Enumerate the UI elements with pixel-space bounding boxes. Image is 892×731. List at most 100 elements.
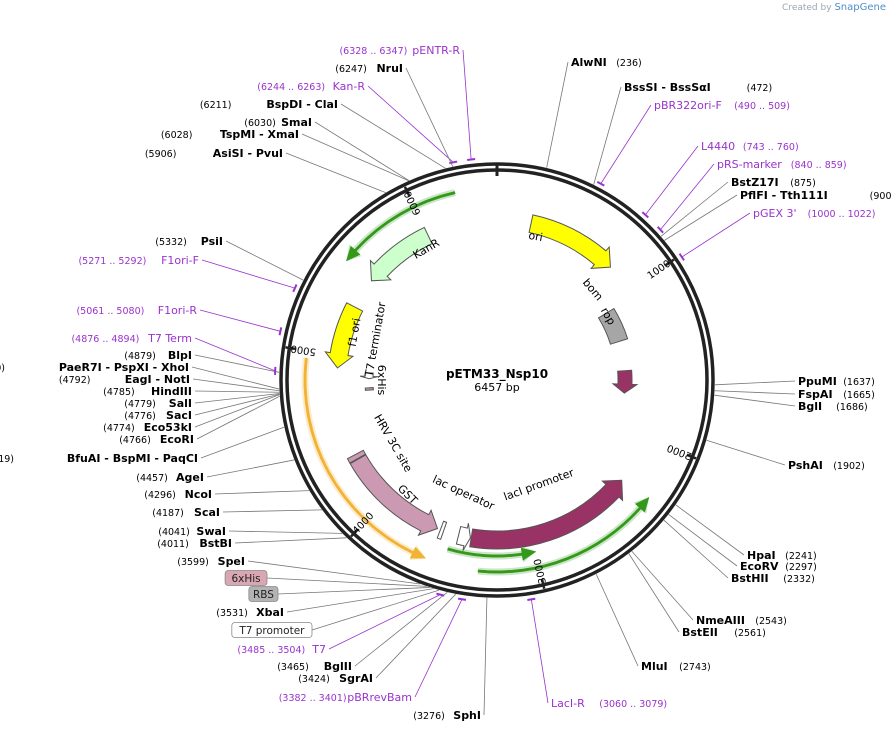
- site-6xhis[interactable]: 6xHis: [224, 570, 268, 586]
- site-bsteii[interactable]: BstEII(2561): [682, 626, 766, 639]
- site-ecori[interactable]: EcoRI(4766): [119, 433, 194, 446]
- site-name: SmaI: [281, 116, 312, 129]
- site-bstbi[interactable]: BstBI(4011): [157, 537, 232, 550]
- site-pgex-3[interactable]: pGEX 3'(1000 .. 1022): [753, 207, 876, 220]
- site-xbai[interactable]: XbaI(3531): [216, 606, 284, 619]
- site-name: AlwNI: [571, 56, 607, 69]
- site-name: AgeI: [176, 471, 204, 484]
- site-name: pRS-marker: [717, 158, 782, 171]
- site-eco53ki[interactable]: Eco53kI(4774): [103, 421, 192, 434]
- site-t7-promoter[interactable]: T7 promoter: [231, 622, 313, 638]
- leader-line: [194, 394, 280, 428]
- leader-line: [192, 378, 280, 392]
- site-spei[interactable]: SpeI(3599): [177, 555, 245, 568]
- site-pflfi-tth111i[interactable]: PflFI - Tth111I(900): [740, 189, 892, 202]
- site-sphi[interactable]: SphI(3276): [413, 709, 481, 722]
- site-ncoi[interactable]: NcoI(4296): [144, 488, 212, 501]
- site-eagi-noti[interactable]: EagI - NotI(4792): [59, 373, 190, 386]
- feature-lac-operator: [436, 520, 448, 540]
- site-smai[interactable]: SmaI (6030): [244, 116, 312, 129]
- site-blpi[interactable]: BlpI(4879): [124, 349, 192, 362]
- site-position: (5271 .. 5292): [78, 256, 146, 267]
- site-agei[interactable]: AgeI(4457): [136, 471, 204, 484]
- site-bsssi-bsss-i[interactable]: BssSI - BssSαI(472): [624, 81, 772, 94]
- site-sgrai[interactable]: SgrAI(3424): [298, 672, 373, 685]
- primer-mark: [457, 597, 467, 601]
- site-paer7i-pspxi-xhoi[interactable]: PaeR7I - PspXI - XhoI(4800): [0, 361, 189, 374]
- site-nrui[interactable]: NruI(6247): [335, 62, 403, 75]
- leader-line: [714, 394, 796, 407]
- leader-line: [600, 104, 652, 184]
- site-bgli[interactable]: BglI(1686): [798, 400, 868, 413]
- leader-line: [222, 509, 322, 513]
- site-position: (840 .. 859): [791, 160, 847, 171]
- site-f1ori-f[interactable]: F1ori-F(5271 .. 5292): [78, 254, 199, 267]
- leader-line: [266, 577, 427, 587]
- feature-ori: [528, 214, 611, 269]
- site-position: (2297): [785, 562, 817, 573]
- site-position: (3599): [177, 557, 209, 568]
- feature-laci: [469, 479, 624, 550]
- site-fspai[interactable]: FspAI(1665): [798, 388, 875, 401]
- site-kan-r[interactable]: Kan-R(6244 .. 6263): [257, 80, 365, 93]
- site-alwni[interactable]: AlwNI(236): [571, 56, 642, 69]
- leader-line: [194, 393, 280, 416]
- site-name: L4440: [701, 140, 735, 153]
- site-bglii[interactable]: BglII(3465): [277, 660, 352, 673]
- leader-line: [405, 67, 454, 167]
- site-f1ori-r[interactable]: F1ori-R(5061 .. 5080): [76, 304, 197, 317]
- site-tspmi-xmai[interactable]: TspMI - XmaI(6028): [161, 128, 299, 141]
- site-bsthii[interactable]: BstHII(2332): [731, 572, 815, 585]
- site-pshai[interactable]: PshAI(1902): [788, 459, 865, 472]
- site-position: (6244 .. 6263): [257, 82, 325, 93]
- site-name: BssSI - BssSαI: [624, 81, 711, 94]
- leader-line: [199, 309, 281, 332]
- site-bspdi-clai[interactable]: BspDI - ClaI(6211): [200, 98, 338, 111]
- tick-label-2000: 2000: [666, 442, 694, 462]
- site-nmeaiii[interactable]: NmeAIII(2543): [696, 614, 787, 627]
- site-swai[interactable]: SwaI(4041): [158, 525, 226, 538]
- site-name: Eco53kI: [144, 421, 192, 434]
- site-scai[interactable]: ScaI(4187): [152, 506, 220, 519]
- site-bstz17i[interactable]: BstZ17I(875): [731, 176, 816, 189]
- feature-kanr: [369, 226, 433, 282]
- site-t7[interactable]: T7(3485 .. 3504): [237, 643, 326, 656]
- orf-arrow-3: [447, 547, 537, 561]
- site-ecorv[interactable]: EcoRV(2297): [740, 560, 817, 573]
- site-rbs[interactable]: RBS: [248, 586, 279, 602]
- site-name: FspAI: [798, 388, 833, 401]
- site-hpai[interactable]: HpaI(2241): [747, 549, 817, 562]
- primer-mark: [527, 597, 536, 601]
- site-pbr322ori-f[interactable]: pBR322ori-F(490 .. 509): [654, 99, 790, 112]
- tick-2000: [686, 453, 697, 460]
- site-pentr-r[interactable]: pENTR-R(6328 .. 6347): [339, 44, 460, 57]
- site-asisi-pvui[interactable]: AsiSI - PvuI(5906): [145, 147, 283, 160]
- leader-line: [311, 589, 440, 631]
- leader-line: [414, 599, 463, 698]
- site-saci[interactable]: SacI(4776): [124, 409, 192, 422]
- tick-1000: [664, 258, 675, 267]
- site-position: (6030): [244, 118, 276, 129]
- site-position: (1637): [843, 377, 875, 388]
- site-t7-term[interactable]: T7 Term(4876 .. 4894): [71, 332, 192, 345]
- site-position: (875): [790, 178, 816, 189]
- site-laci-r[interactable]: LacI-R(3060 .. 3079): [551, 697, 667, 710]
- site-bfuai-bspmi-paqci[interactable]: BfuAI - BspMI - PaqCI(4619): [0, 452, 198, 465]
- site-l4440[interactable]: L4440(743 .. 760): [701, 140, 799, 153]
- leader-line: [214, 490, 310, 495]
- site-sali[interactable]: SalI(4779): [124, 397, 192, 410]
- site-mlui[interactable]: MluI(2743): [641, 660, 711, 673]
- leader-line: [196, 395, 280, 440]
- leader-line: [228, 530, 343, 534]
- site-hindiii[interactable]: HindIII(4785): [103, 385, 192, 398]
- site-position: (4779): [124, 399, 156, 410]
- site-pbrrevbam[interactable]: pBRrevBam(3382 .. 3401): [279, 691, 412, 704]
- leader-line: [194, 337, 276, 372]
- site-psii[interactable]: PsiI(5332): [155, 235, 223, 248]
- site-position: (2561): [734, 628, 766, 639]
- site-ppumi[interactable]: PpuMI(1637): [798, 375, 875, 388]
- primer-mark: [596, 181, 605, 187]
- site-prs-marker[interactable]: pRS-marker (840 .. 859): [717, 158, 847, 171]
- site-labels: AlwNI(236) BssSI - BssSαI(472) pBR322ori-F…: [0, 44, 892, 722]
- leader-line: [206, 459, 295, 478]
